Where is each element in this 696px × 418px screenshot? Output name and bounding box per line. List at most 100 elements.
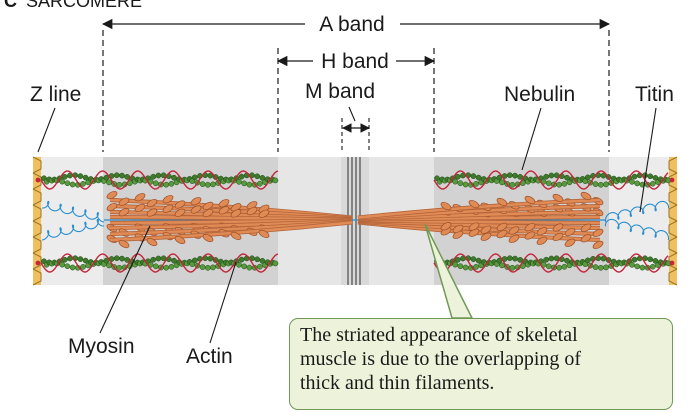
myosin-head [440, 201, 452, 211]
actin-bead [517, 174, 524, 180]
actin-bead [69, 264, 76, 271]
actin-bead [631, 173, 638, 180]
actin-bead [80, 264, 86, 270]
myosin-tail-highlight [357, 198, 601, 219]
myosin-head [580, 191, 592, 201]
myosin-head [524, 195, 536, 205]
actin-bead [600, 172, 607, 179]
actin-bead [592, 181, 599, 187]
actin-bead [259, 175, 266, 181]
actin-bead [103, 257, 110, 264]
myosin-head [536, 236, 548, 245]
actin-bead [452, 261, 459, 268]
actin-bead [113, 172, 120, 179]
actin-bead [103, 174, 110, 181]
actin-bead [545, 263, 552, 270]
actin-bead [462, 181, 469, 188]
actin-bead [150, 256, 157, 263]
actin-bead [155, 255, 162, 262]
panel-letter: C [4, 0, 17, 11]
actin-bead [499, 262, 505, 269]
actin-bead [59, 261, 66, 268]
myosin-head [134, 203, 146, 213]
actin-bead [496, 174, 503, 181]
nebulin-anchor [35, 177, 41, 183]
actin-bead [543, 256, 550, 263]
actin-bead [150, 173, 157, 180]
callout-line-2: muscle is due to the overlapping of [300, 348, 582, 370]
myosin-head [118, 208, 130, 217]
callout-line-3: thick and thin filaments. [300, 372, 495, 394]
actin-bead [155, 172, 162, 179]
myosin-head [218, 199, 230, 208]
actin-bead [499, 179, 505, 186]
myosin-head [174, 235, 186, 245]
myosin-head [536, 227, 548, 236]
myosin-head [592, 228, 604, 238]
actin-bead [470, 256, 477, 262]
myosin-head [552, 193, 564, 203]
nebulin-strand [433, 170, 669, 190]
actin-bead [564, 174, 570, 181]
actin-bead [191, 174, 198, 181]
thin-filaments [35, 170, 675, 273]
actin-bead [236, 178, 242, 185]
actin-bead [59, 178, 66, 185]
actin-bead [241, 263, 248, 270]
actin-bead [171, 257, 177, 264]
myosin-head [496, 222, 508, 232]
actin-bead [649, 180, 656, 187]
myosin-head [496, 229, 508, 239]
actin-bead [82, 174, 89, 181]
nebulin-anchor [669, 177, 675, 183]
actin-bead [452, 178, 459, 185]
actin-bead [61, 256, 68, 263]
myosin-head [146, 237, 158, 247]
myosin-head [564, 227, 576, 237]
myosin-head [480, 225, 492, 234]
actin-bead [116, 181, 123, 188]
actin-bead [119, 172, 125, 179]
actin-bead [116, 264, 123, 271]
actin-bead [77, 256, 84, 262]
myosin-head [134, 193, 146, 202]
nebulin-anchor [35, 260, 41, 266]
actin-bead [199, 181, 206, 187]
actin-bead [69, 181, 76, 188]
myosin-head [580, 234, 592, 243]
nebulin-strand [40, 253, 279, 273]
actin-bead [600, 255, 607, 262]
actin-bead [631, 256, 638, 263]
actin-bead [597, 264, 604, 271]
nebulin-strand [433, 253, 669, 273]
actin-bead [152, 263, 159, 270]
actin-bead [517, 257, 524, 263]
myosin-head [118, 197, 130, 206]
actin-bead [475, 257, 482, 264]
actin-bead [634, 180, 641, 187]
actin-bead [163, 264, 170, 271]
panel-title: SARCOMERE [26, 0, 142, 11]
myosin-head [106, 190, 118, 200]
actin-bead [548, 172, 555, 179]
actin-bead [548, 255, 555, 262]
myosin-head [146, 208, 158, 217]
actin-bead [561, 263, 568, 270]
thin-filament [433, 170, 675, 190]
myosin-head [162, 204, 174, 213]
m-band-label: M band [305, 80, 375, 103]
h-band-label: H band [321, 50, 389, 73]
myosin-leader [99, 225, 151, 334]
actin-bead [124, 174, 131, 180]
myosin-head [202, 233, 214, 243]
myosin-head [508, 226, 520, 235]
callout-line-1: The striated appearance of skeletal [300, 324, 578, 346]
actin-bead [509, 181, 516, 188]
actin-bead [241, 180, 248, 187]
actin-bead [238, 173, 245, 180]
myosin-head [174, 208, 186, 217]
actin-bead [168, 180, 175, 187]
myosin-head [230, 231, 242, 241]
actin-bead [272, 260, 279, 267]
actin-bead [647, 173, 654, 180]
